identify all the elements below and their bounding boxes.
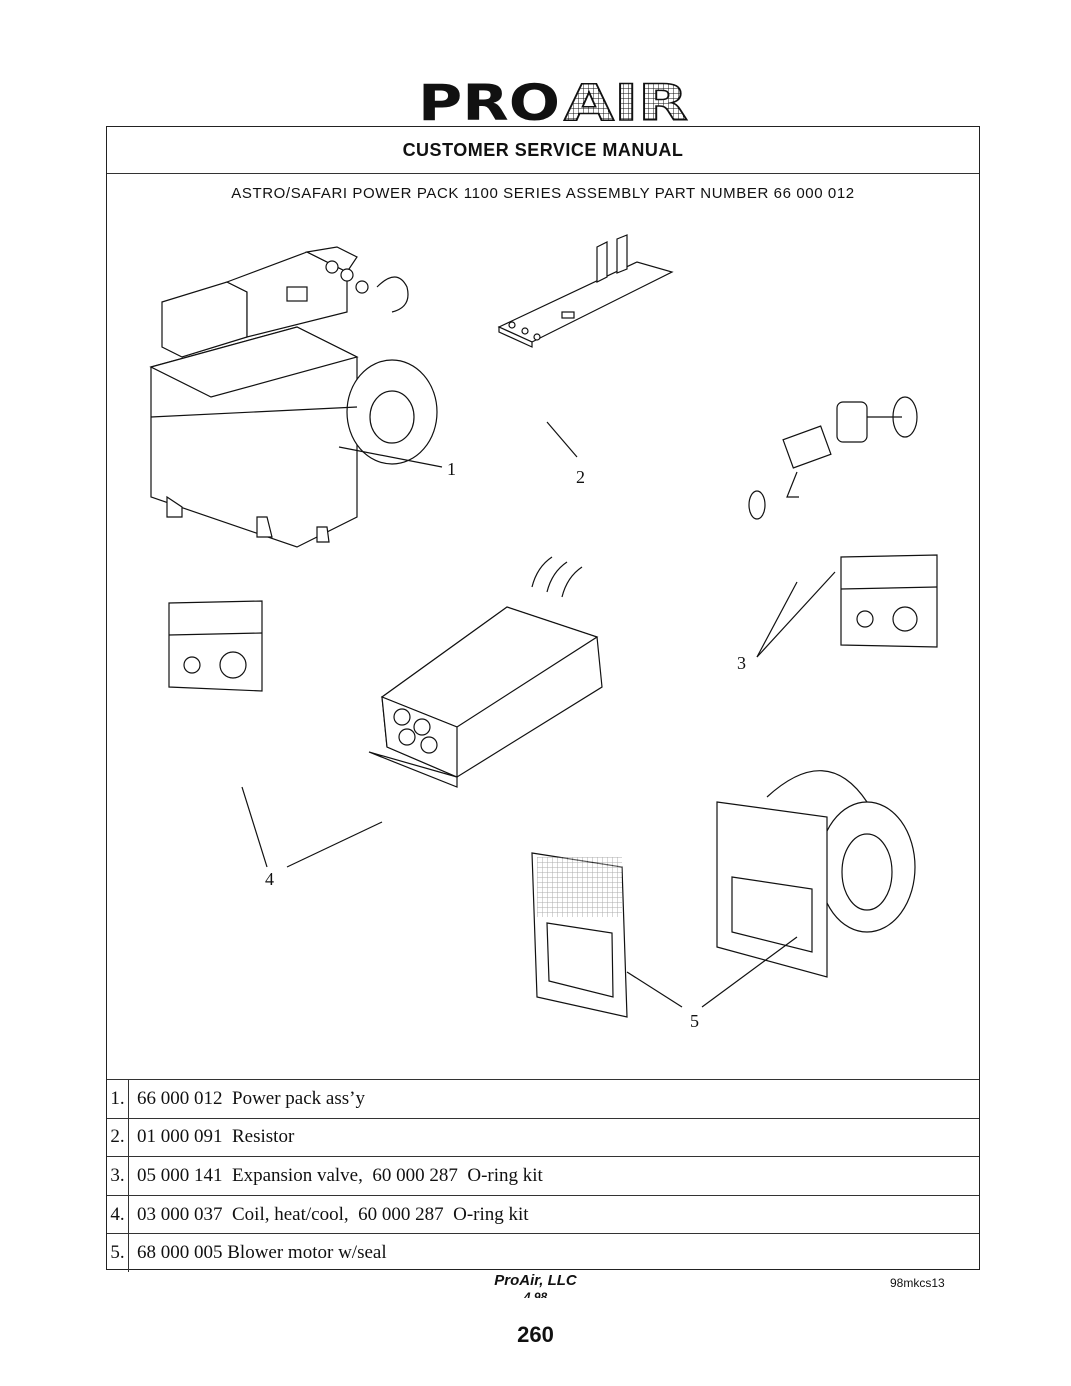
assembly-subtitle: ASTRO/SAFARI POWER PACK 1100 SERIES ASSE…: [231, 185, 855, 202]
callout-4: 4: [265, 869, 274, 889]
callout-1: 1: [447, 459, 456, 479]
part-description: 03 000 037 Coil, heat/cool, 60 000 287 O…: [137, 1203, 529, 1225]
resistor-illustration: [497, 234, 674, 348]
part-number-index: 2.: [107, 1118, 129, 1157]
parts-row: 1. 66 000 012 Power pack ass’y: [107, 1079, 979, 1118]
parts-row: 3. 05 000 141 Expansion valve, 60 000 28…: [107, 1156, 979, 1195]
manual-frame: CUSTOMER SERVICE MANUAL ASTRO/SAFARI POW…: [106, 126, 980, 1272]
coil-illustration: [368, 556, 603, 788]
exploded-parts-drawing: 1 2 3 4 5: [149, 234, 938, 1031]
part-number-index: 3.: [107, 1157, 129, 1195]
o-ring-kit-bag-right-illustration: [840, 554, 938, 648]
proair-logo: PRO AIR: [418, 78, 689, 124]
parts-row: 4. 03 000 037 Coil, heat/cool, 60 000 28…: [107, 1194, 979, 1234]
page-number: 260: [517, 1322, 554, 1347]
parts-list-table: 1. 66 000 012 Power pack ass’y 2. 01 000…: [107, 1079, 979, 1272]
part-description: 68 000 005 Blower motor w/seal: [137, 1242, 387, 1264]
expansion-valve-illustration: [748, 396, 918, 520]
footer-date: 4.98: [523, 1290, 548, 1298]
part-description: 05 000 141 Expansion valve, 60 000 287 O…: [137, 1164, 543, 1186]
callout-2: 2: [576, 467, 585, 487]
callout-5: 5: [690, 1011, 699, 1031]
header-row: CUSTOMER SERVICE MANUAL: [107, 127, 979, 174]
parts-row: 2. 01 000 091 Resistor: [107, 1117, 979, 1157]
header-title: CUSTOMER SERVICE MANUAL: [402, 139, 684, 160]
part-number-index: 5.: [107, 1234, 129, 1272]
part-description: 01 000 091 Resistor: [137, 1126, 295, 1148]
footer-company: ProAir, LLC: [494, 1272, 577, 1289]
callout-3: 3: [737, 653, 746, 673]
parts-row: 5. 68 000 005 Blower motor w/seal: [107, 1233, 979, 1272]
blower-seal-gasket-illustration: [531, 852, 628, 1018]
part-number-index: 1.: [107, 1080, 129, 1118]
blower-motor-illustration: [716, 770, 916, 978]
power-pack-assembly-illustration: [149, 246, 438, 548]
footer-document-code: 98mkcs13: [890, 1276, 945, 1290]
part-number-index: 4.: [107, 1195, 129, 1234]
svg-text:AIR: AIR: [564, 78, 688, 124]
svg-text:PRO: PRO: [418, 78, 560, 124]
part-description: 66 000 012 Power pack ass’y: [137, 1087, 365, 1109]
callout-leaders: [241, 421, 836, 1008]
o-ring-kit-bag-left-illustration: [168, 600, 263, 692]
